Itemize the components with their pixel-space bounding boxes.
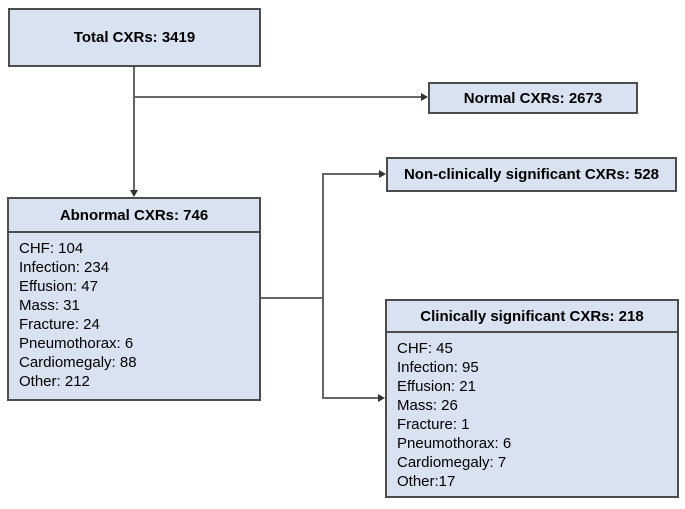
abnormal-list-item: Pneumothorax: 6 — [19, 335, 134, 352]
abnormal-list-item: Effusion: 47 — [19, 278, 98, 295]
total-cxrs-label: Total CXRs: 3419 — [73, 29, 196, 46]
clinical-list-item: Fracture: 1 — [397, 416, 470, 433]
box-non-clinically-significant-cxrs: Non-clinically significant CXRs: 528 — [386, 157, 677, 192]
normal-cxrs-label: Normal CXRs: 2673 — [463, 89, 603, 107]
abnormal-cxrs-list: CHF: 104 Infection: 234 Effusion: 47 Mas… — [9, 233, 259, 391]
box-total-cxrs: Total CXRs: 3419 — [8, 8, 261, 67]
clinical-list-item: Effusion: 21 — [397, 378, 476, 395]
clinical-list-item: Other:17 — [397, 473, 456, 490]
clinically-significant-title: Clinically significant CXRs: 218 — [387, 301, 677, 333]
connector-abnormal-stem-line — [261, 297, 323, 299]
connector-total-to-abnormal-line — [133, 67, 135, 190]
abnormal-list-item: Infection: 234 — [19, 259, 110, 276]
arrow-right-icon — [379, 170, 386, 178]
non-clinically-significant-label: Non-clinically significant CXRs: 528 — [403, 166, 660, 183]
abnormal-list-item: Mass: 31 — [19, 297, 80, 314]
clinical-list-item: Cardiomegaly: 7 — [397, 454, 507, 471]
box-normal-cxrs: Normal CXRs: 2673 — [428, 82, 638, 114]
abnormal-list-item: Cardiomegaly: 88 — [19, 354, 137, 371]
clinical-list-item: Infection: 95 — [397, 359, 479, 376]
clinical-list-item: CHF: 45 — [397, 340, 453, 357]
arrow-down-icon — [130, 190, 138, 197]
connector-total-to-normal-line — [134, 96, 421, 98]
box-clinically-significant-cxrs: Clinically significant CXRs: 218 CHF: 45… — [385, 299, 679, 498]
arrow-right-icon — [378, 394, 385, 402]
connector-branch-vertical-line — [322, 173, 324, 399]
abnormal-list-item: Other: 212 — [19, 373, 90, 390]
abnormal-list-item: Fracture: 24 — [19, 316, 100, 333]
clinical-list-item: Pneumothorax: 6 — [397, 435, 512, 452]
arrow-right-icon — [421, 93, 428, 101]
clinical-list-item: Mass: 26 — [397, 397, 458, 414]
abnormal-list-item: CHF: 104 — [19, 240, 84, 257]
connector-to-clinical-line — [322, 397, 378, 399]
abnormal-cxrs-title: Abnormal CXRs: 746 — [9, 199, 259, 233]
box-abnormal-cxrs: Abnormal CXRs: 746 CHF: 104 Infection: 2… — [7, 197, 261, 401]
connector-to-nonclinical-line — [322, 173, 379, 175]
clinically-significant-list: CHF: 45 Infection: 95 Effusion: 21 Mass:… — [387, 333, 677, 491]
